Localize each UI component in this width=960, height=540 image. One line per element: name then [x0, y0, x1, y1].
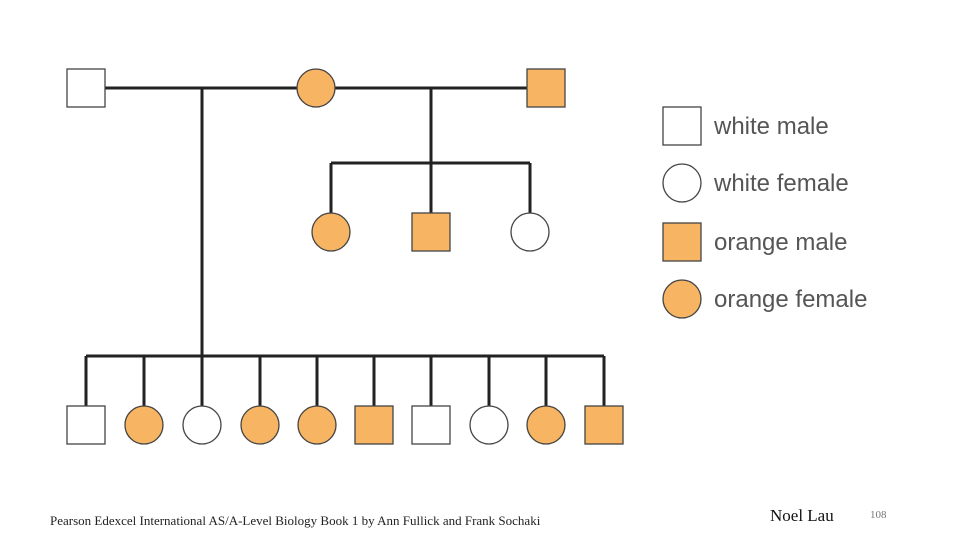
family-a-child-white-female [182, 405, 222, 445]
legend-orange-female-symbol [662, 279, 702, 319]
family-a-child-orange-female [124, 405, 164, 445]
parent-orange-female [296, 68, 336, 108]
legend-white-male-symbol [662, 106, 702, 146]
legend-white-female-symbol [662, 163, 702, 203]
legend: white male white female orange male oran… [662, 106, 867, 319]
legend-label-white-female: white female [713, 170, 849, 197]
family-a-child-orange-female [297, 405, 337, 445]
legend-label-orange-male: orange male [714, 229, 847, 256]
source-citation: Pearson Edexcel International AS/A-Level… [50, 513, 541, 528]
legend-label-white-male: white male [713, 113, 829, 140]
pedigree-symbols [66, 68, 624, 445]
legend-orange-male-symbol [662, 222, 702, 262]
family-a-child-orange-male [354, 405, 394, 445]
family-a-child-white-female [469, 405, 509, 445]
legend-symbols [662, 106, 702, 319]
family-b-child-white-female [510, 212, 550, 252]
parent-orange-male [526, 68, 566, 108]
family-a-child-orange-female [240, 405, 280, 445]
page-number: 108 [870, 509, 887, 521]
family-a-child-white-male [411, 405, 451, 445]
family-a-child-white-male [66, 405, 106, 445]
family-b-child-orange-female [311, 212, 351, 252]
pedigree-lines [84, 86, 606, 406]
family-a-child-orange-female [526, 405, 566, 445]
parent-white-male [66, 68, 106, 108]
family-b-child-orange-male [411, 212, 451, 252]
family-a-child-orange-male [584, 405, 624, 445]
legend-label-orange-female: orange female [714, 286, 867, 313]
author-name: Noel Lau [770, 506, 834, 525]
